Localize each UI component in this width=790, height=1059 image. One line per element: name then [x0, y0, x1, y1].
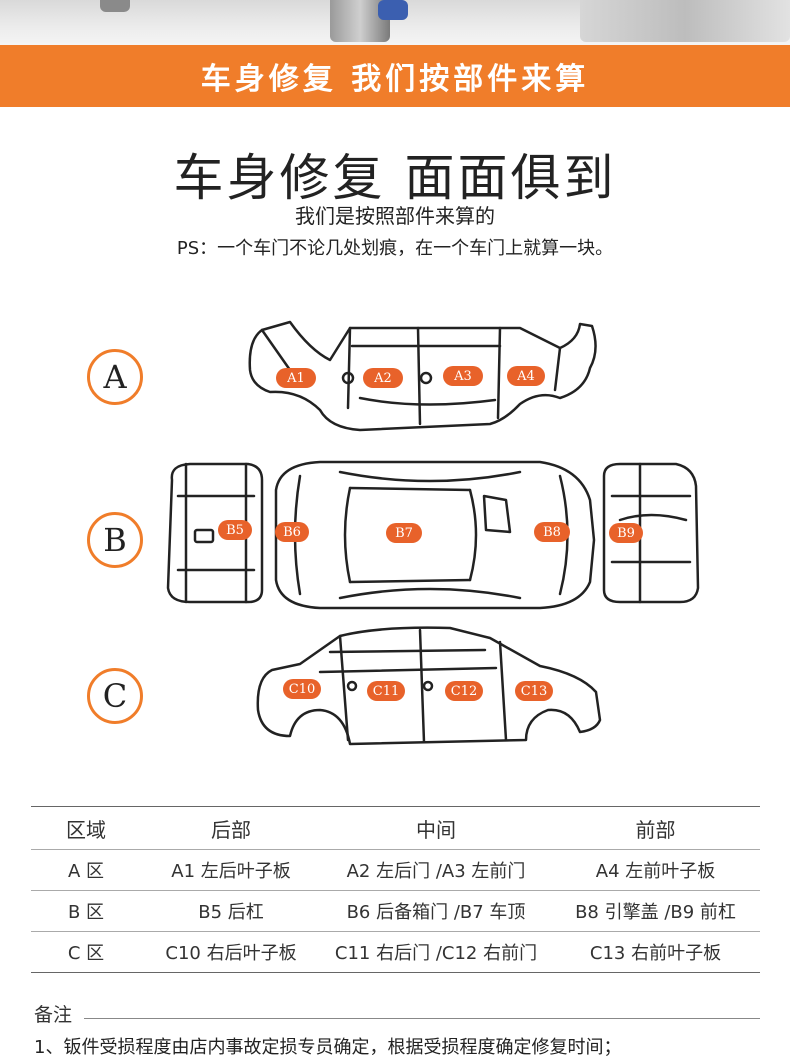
- remarks-divider: [84, 1018, 760, 1019]
- tag-b7: B7: [386, 523, 422, 543]
- page-subtitle: 我们是按照部件来算的: [295, 204, 495, 228]
- product-photo-strip: [0, 0, 790, 45]
- remarks-line-1: 1、钣件受损程度由店内事故定损专员确定，根据受损程度确定修复时间；: [34, 1037, 622, 1058]
- tag-a3: A3: [443, 366, 483, 386]
- table-row: B 区 B5 后杠 B6 后备箱门 /B7 车顶 B8 引擎盖 /B9 前杠: [31, 890, 760, 932]
- table-row: C 区 C10 右后叶子板 C11 右后门 /C12 右前门 C13 右前叶子板: [31, 931, 760, 973]
- table-cell: B5 后杠: [141, 890, 321, 932]
- ps-note: PS：一个车门不论几处划痕，在一个车门上就算一块。: [176, 238, 614, 259]
- table-header-row: 区域 后部 中间 前部: [31, 806, 760, 850]
- zone-b-marker: B: [87, 512, 143, 568]
- table-cell: A 区: [31, 849, 141, 891]
- tag-c10: C10: [283, 679, 321, 699]
- table-header-cell: 区域: [31, 806, 141, 850]
- tag-c11: C11: [367, 681, 405, 701]
- remarks-label: 备注: [34, 1004, 73, 1026]
- tag-b9: B9: [609, 523, 643, 543]
- tag-a2: A2: [363, 368, 403, 388]
- table-cell: B6 后备箱门 /B7 车顶: [321, 890, 551, 932]
- table-row: A 区 A1 左后叶子板 A2 左后门 /A3 左前门 A4 左前叶子板: [31, 849, 760, 891]
- orange-banner: 车身修复 我们按部件来算: [0, 45, 790, 107]
- tool-image-blue: [378, 0, 408, 20]
- table-header-cell: 中间: [321, 806, 551, 850]
- table-cell: C 区: [31, 931, 141, 973]
- car-parts-diagram: A B C A1 A2 A3 A4 B5 B6 B7 B8 B9 C10 C11…: [0, 300, 790, 770]
- table-cell: C10 右后叶子板: [141, 931, 321, 973]
- tool-image-left: [100, 0, 130, 12]
- tag-c13: C13: [515, 681, 553, 701]
- car-side-left-view: [248, 320, 597, 432]
- table-header-cell: 前部: [551, 806, 760, 850]
- banner-title: 车身修复 我们按部件来算: [200, 62, 590, 97]
- tag-a1: A1: [276, 368, 316, 388]
- car-front-view: [602, 462, 700, 604]
- table-cell: A1 左后叶子板: [141, 849, 321, 891]
- tag-b8: B8: [534, 522, 570, 542]
- tool-image-right: [580, 0, 790, 42]
- table-cell: A2 左后门 /A3 左前门: [321, 849, 551, 891]
- tag-c12: C12: [445, 681, 483, 701]
- tag-a4: A4: [507, 366, 545, 386]
- table-cell: C11 右后门 /C12 右前门: [321, 931, 551, 973]
- table-cell: A4 左前叶子板: [551, 849, 760, 891]
- table-cell: B 区: [31, 890, 141, 932]
- parts-table: 区域 后部 中间 前部 A 区 A1 左后叶子板 A2 左后门 /A3 左前门 …: [31, 806, 760, 973]
- table-cell: C13 右前叶子板: [551, 931, 760, 973]
- zone-a-marker: A: [87, 349, 143, 405]
- car-rear-view: [166, 462, 264, 604]
- page-headline: 车身修复 面面俱到: [173, 149, 617, 207]
- car-side-right-view: [256, 626, 602, 746]
- car-outline-drawing: [166, 320, 700, 746]
- tag-b6: B6: [275, 522, 309, 542]
- zone-c-marker: C: [87, 668, 143, 724]
- tag-b5: B5: [218, 520, 252, 540]
- table-cell: B8 引擎盖 /B9 前杠: [551, 890, 760, 932]
- table-header-cell: 后部: [141, 806, 321, 850]
